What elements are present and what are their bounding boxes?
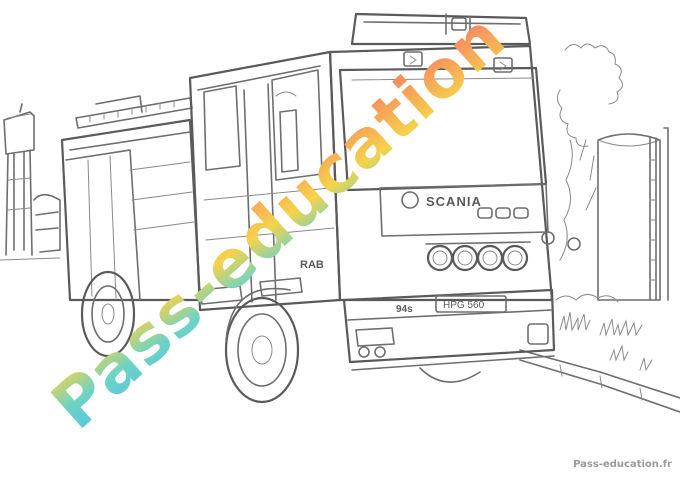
silo-right (597, 127, 669, 301)
grass-right (559, 311, 653, 372)
road-curb (519, 349, 680, 413)
pipes-left (0, 193, 61, 261)
front-wheel (224, 287, 300, 404)
door-text: RAB (300, 259, 324, 271)
smoke-trees-right (555, 43, 623, 303)
fire-truck: RAB SCANIA (60, 12, 581, 404)
brand-badge: SCANIA (426, 194, 482, 209)
footer-logo-text: Pass-education.fr (573, 459, 672, 470)
rear-wheel (80, 270, 136, 358)
spotlights (425, 241, 531, 272)
footer-logo: Pass-education.fr (573, 459, 672, 470)
license-plate: HPG 560 (443, 300, 485, 311)
side-number: 94s (396, 304, 413, 315)
water-tower-left (3, 103, 35, 256)
